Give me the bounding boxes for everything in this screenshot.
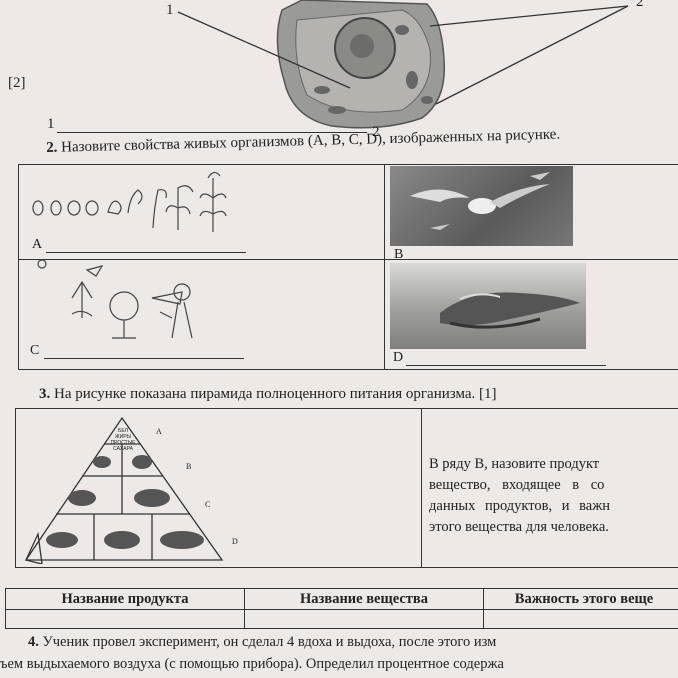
answer-label-1: 1 — [47, 116, 55, 132]
question-4-line-1: 4. Ученик провел эксперимент, он сделал … — [28, 632, 496, 653]
answer-line-1[interactable] — [57, 132, 367, 133]
pyramid-level-b: B — [186, 462, 192, 471]
cell-label-a: A — [32, 237, 43, 252]
q3-divider — [421, 409, 422, 567]
question-3-instructions: В ряду В, назовите продукт вещество, вхо… — [429, 454, 610, 538]
callout-2: 2 — [636, 0, 644, 10]
cell-product[interactable] — [5, 609, 245, 629]
table-row — [5, 609, 678, 629]
pyramid-top-text-2: ЖИРЫ — [115, 434, 131, 440]
cell-importance[interactable] — [483, 609, 678, 629]
grid-divider-h — [19, 259, 678, 260]
mark-2: [2] — [8, 75, 26, 91]
col-substance-name: Название вещества — [244, 588, 484, 610]
pyramid-top-text-4: САХАРА — [113, 446, 133, 452]
pyramid-top-text-1: БЕЛ — [118, 428, 128, 434]
food-pyramid — [24, 416, 224, 564]
grid-divider-v — [384, 165, 385, 369]
question-3-number: 3. — [39, 386, 51, 402]
answer-line-c[interactable] — [44, 358, 244, 359]
q3-line-3: данных продуктов, и важн — [429, 498, 611, 514]
question-4-number: 4. — [28, 634, 39, 650]
cell-substance[interactable] — [244, 609, 484, 629]
pyramid-level-c: C — [205, 500, 211, 509]
pyramid-level-a: A — [156, 427, 162, 436]
answer-label-2: 2 — [372, 124, 380, 140]
cell-diagram — [276, 0, 446, 129]
cell-label-c: C — [30, 343, 40, 358]
question-2-number: 2. — [46, 139, 58, 156]
callout-lines — [177, 5, 629, 105]
col-product-name: Название продукта — [5, 588, 245, 610]
plant-growth-drawing — [32, 171, 227, 232]
pyramid-top-text: БЕЛ ЖИРЫ ПРОСТЫЕ САХАРА — [104, 428, 142, 452]
q3-line-4: этого вещества для человека. — [429, 519, 609, 535]
cell-label-b: B — [394, 247, 404, 262]
cell-label-d: D — [393, 350, 404, 365]
callout-1: 1 — [166, 2, 174, 18]
question-3-box — [15, 408, 678, 568]
col-importance: Важность этого веще — [483, 588, 678, 610]
products-table: Название продукта Название вещества Важн… — [5, 588, 678, 629]
answer-line-d[interactable] — [406, 365, 606, 366]
question-3-text: На рисунке показана пирамида полноценног… — [54, 386, 497, 402]
q3-line-2: вещество, входящее в со — [429, 477, 605, 493]
birds-photo — [390, 166, 573, 246]
question-4-line-2: ъем выдыхаемого воздуха (с помощью прибо… — [0, 656, 504, 672]
pyramid-top-text-3: ПРОСТЫЕ — [110, 440, 136, 446]
q3-line-1: В ряду В, назовите продукт — [429, 456, 600, 472]
question-3-title: 3. На рисунке показана пирамида полноцен… — [39, 386, 497, 403]
crocodile-photo — [390, 263, 586, 349]
table-header-row: Название продукта Название вещества Важн… — [5, 588, 678, 610]
answer-line-a[interactable] — [46, 252, 246, 253]
question-2-grid — [18, 164, 678, 370]
question-4-text-1: Ученик провел эксперимент, он сделал 4 в… — [42, 634, 497, 650]
watering-plant-drawing — [37, 259, 193, 339]
pyramid-level-d: D — [232, 537, 238, 546]
